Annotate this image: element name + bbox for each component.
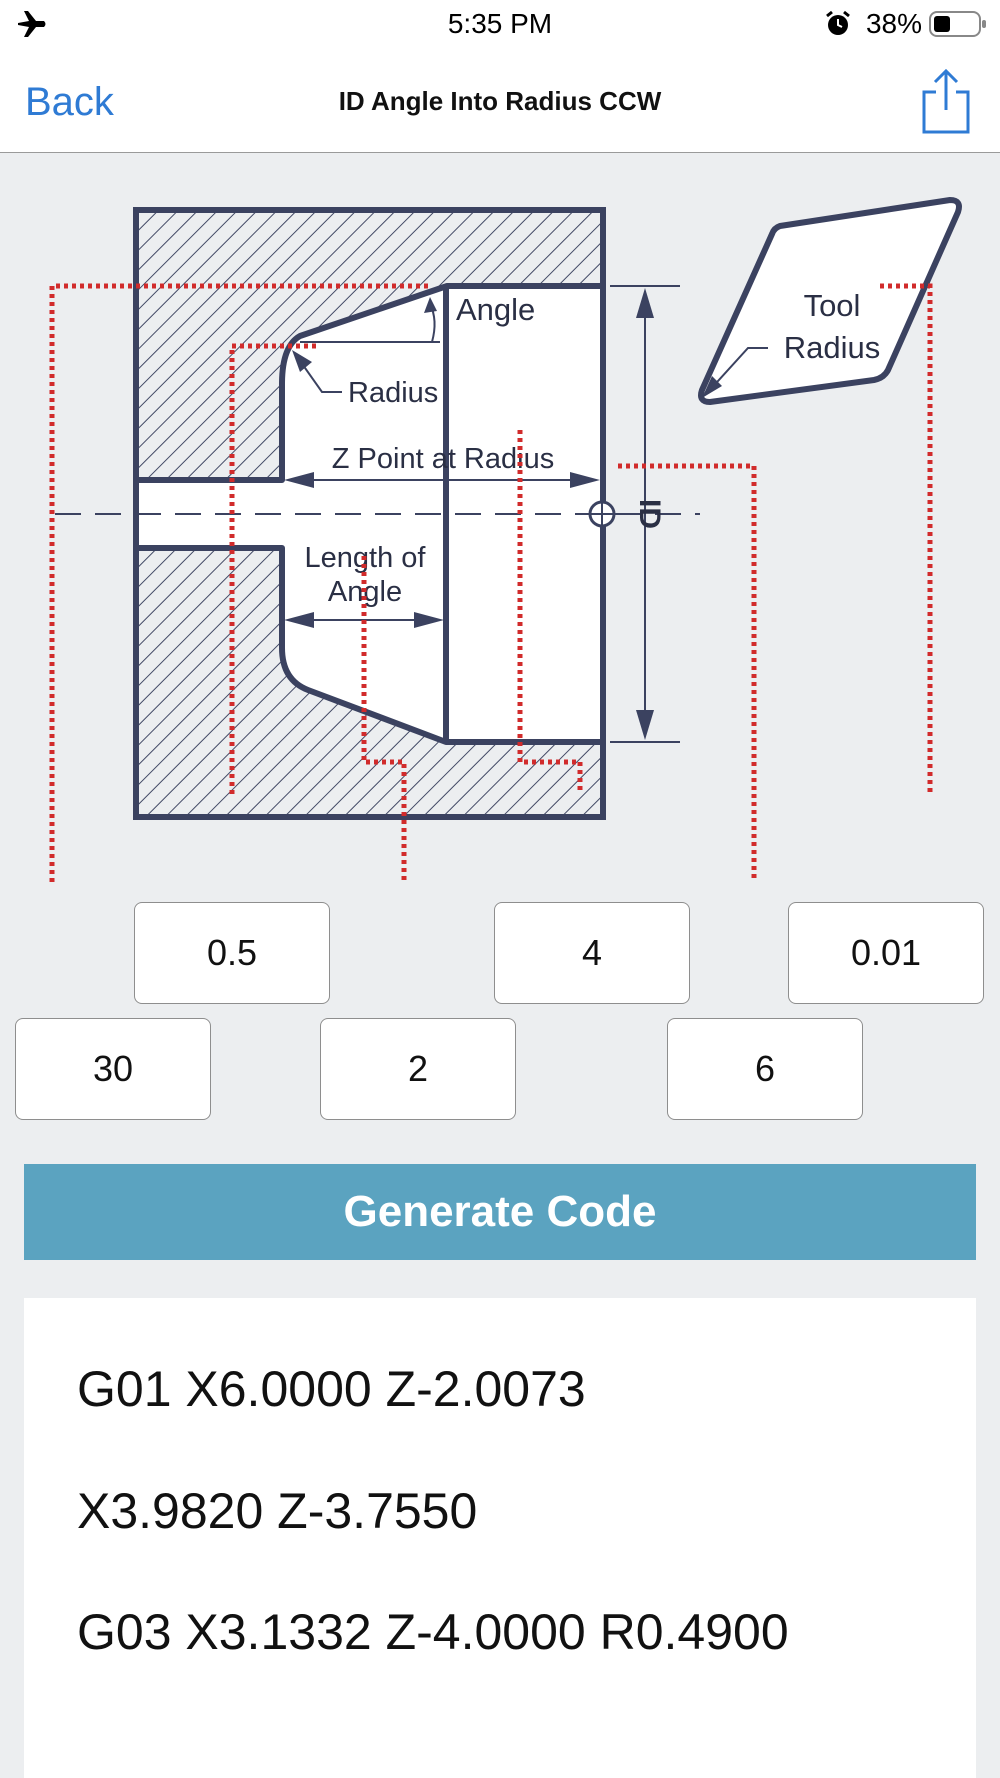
bore-cavity (133, 283, 606, 745)
id-input[interactable]: 6 (667, 1018, 863, 1120)
radius-input[interactable]: 0.5 (134, 902, 330, 1004)
leader-tool-radius (880, 283, 933, 794)
tool-label-1: Tool (804, 288, 861, 323)
part-diagram: ID Z Point at Radius Length of Angle Ang… (49, 197, 962, 882)
navigation-bar: Back ID Angle Into Radius CCW (0, 48, 1000, 153)
tool-label-2: Radius (784, 330, 881, 365)
tool-radius-input[interactable]: 0.01 (788, 902, 984, 1004)
generate-code-button[interactable]: Generate Code (24, 1164, 976, 1260)
angle-label: Angle (456, 292, 535, 327)
alarm-icon (826, 10, 850, 35)
tool-insert-icon (698, 197, 962, 405)
leader-lines (49, 283, 933, 882)
z-point-input[interactable]: 4 (494, 902, 690, 1004)
code-line-2: X3.9820 Z-3.7550 (77, 1483, 478, 1539)
length-of-angle-input[interactable]: 2 (320, 1018, 516, 1120)
radius-label: Radius (348, 377, 438, 409)
leader-radius (229, 343, 316, 794)
id-label: ID (633, 499, 666, 529)
back-button[interactable]: Back (25, 80, 114, 124)
leader-angle (49, 283, 428, 882)
battery-percent: 38% (865, 8, 922, 39)
leader-z-point (517, 430, 583, 794)
page-title: ID Angle Into Radius CCW (338, 86, 662, 116)
leader-length (361, 556, 407, 882)
code-line-1: G01 X6.0000 Z-2.0073 (77, 1361, 586, 1417)
angle-input[interactable]: 30 (15, 1018, 211, 1120)
code-line-3: G03 X3.1332 Z-4.0000 R0.4900 (77, 1604, 789, 1660)
status-time: 5:35 PM (447, 8, 553, 39)
status-bar: 5:35 PM 38% (0, 0, 1000, 48)
z-point-label: Z Point at Radius (332, 443, 554, 475)
code-output: G01 X6.0000 Z-2.0073 X3.9820 Z-3.7550 G0… (24, 1298, 976, 1778)
share-icon[interactable] (918, 68, 974, 134)
leader-id (618, 463, 757, 882)
battery-icon (929, 11, 986, 37)
airplane-icon (18, 11, 46, 37)
